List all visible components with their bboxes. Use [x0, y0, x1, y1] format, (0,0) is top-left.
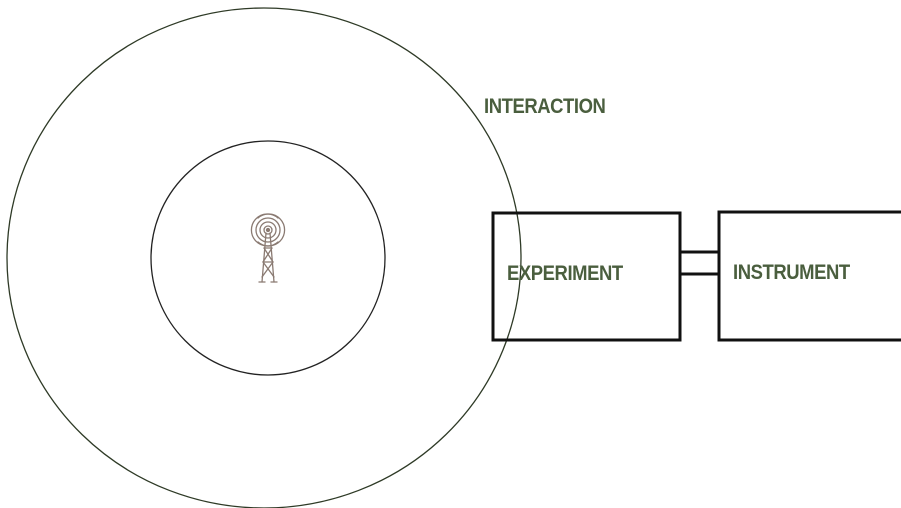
inner-circle: [150, 140, 386, 376]
experiment-box: [491, 211, 682, 342]
instrument-box: [717, 210, 901, 342]
radio-tower-icon: [250, 213, 286, 283]
interaction-label: INTERACTION: [484, 95, 606, 118]
instrument-label: INSTRUMENT: [733, 261, 850, 284]
outer-interaction-circle: [6, 7, 522, 508]
experiment-label: EXPERIMENT: [507, 262, 623, 285]
